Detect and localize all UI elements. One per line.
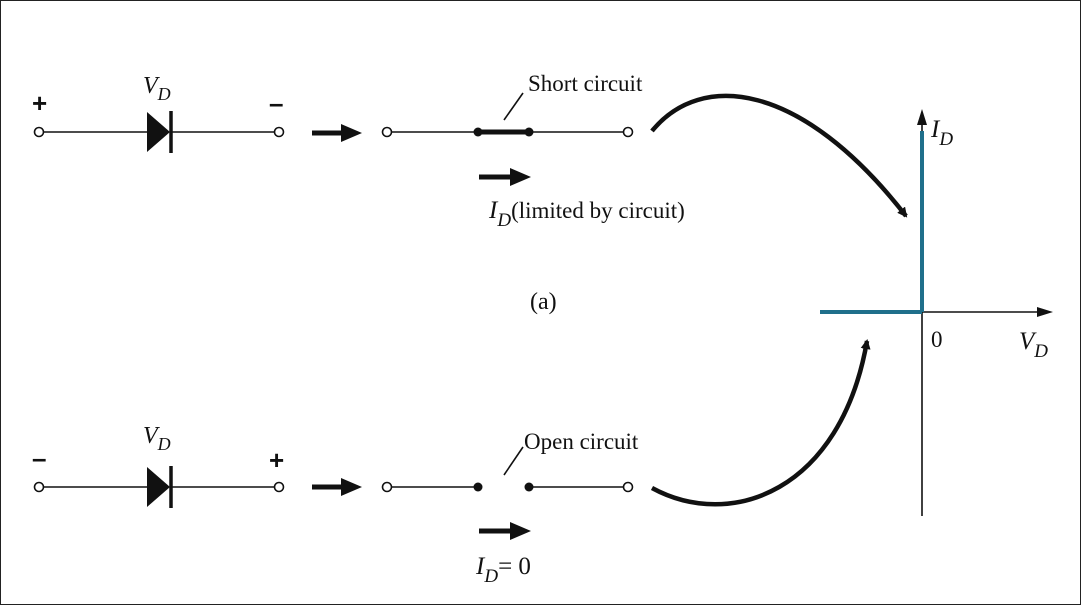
origin-label: 0: [931, 327, 943, 352]
bottom-diode-circuit: – + VD: [32, 423, 285, 508]
bottom-diode-triangle-icon: [147, 467, 170, 507]
short-circuit-equivalent: Short circuit ID(limited by circuit): [381, 71, 685, 231]
short-left-node: [473, 127, 483, 137]
iv-graph: ID VD 0: [820, 109, 1053, 516]
bottom-left-sign: –: [32, 443, 46, 473]
short-right-terminal: [622, 126, 634, 138]
short-circuit-leader: [503, 92, 524, 121]
bottom-left-terminal: [33, 481, 45, 493]
open-left-node: [473, 482, 483, 492]
y-axis-arrowhead-icon: [917, 109, 927, 125]
bottom-equivalence-arrow-icon: [312, 478, 362, 496]
bottom-right-terminal: [273, 481, 285, 493]
x-axis-arrowhead-icon: [1037, 307, 1053, 317]
bottom-current-arrow-icon: [479, 522, 531, 540]
top-current-arrow-icon: [479, 168, 531, 186]
figure-caption: (a): [530, 289, 557, 315]
top-right-terminal: [273, 126, 285, 138]
top-left-sign: +: [32, 88, 47, 118]
top-curved-arrow-icon: [650, 93, 908, 218]
y-axis-label: ID: [930, 116, 953, 150]
open-right-node: [524, 482, 534, 492]
short-right-node: [524, 127, 534, 137]
bottom-curved-arrow-icon: [650, 339, 871, 507]
open-circuit-label: Open circuit: [524, 429, 639, 454]
open-circuit-leader: [503, 446, 524, 476]
top-right-sign: –: [269, 88, 283, 118]
open-circuit-equivalent: Open circuit ID= 0: [381, 429, 639, 587]
short-circuit-label: Short circuit: [528, 71, 643, 96]
bottom-right-sign: +: [269, 445, 284, 475]
open-left-terminal: [381, 481, 393, 493]
top-left-terminal: [33, 126, 45, 138]
short-left-terminal: [381, 126, 393, 138]
top-equivalence-arrow-icon: [312, 124, 362, 142]
bottom-current-label: ID= 0: [475, 553, 531, 587]
top-diode-circuit: + – VD: [32, 73, 285, 153]
bottom-diode-label: VD: [143, 423, 171, 454]
top-diode-label: VD: [143, 73, 171, 104]
x-axis-label: VD: [1019, 328, 1048, 362]
top-current-label: ID(limited by circuit): [488, 197, 685, 231]
top-diode-triangle-icon: [147, 112, 170, 152]
open-right-terminal: [622, 481, 634, 493]
